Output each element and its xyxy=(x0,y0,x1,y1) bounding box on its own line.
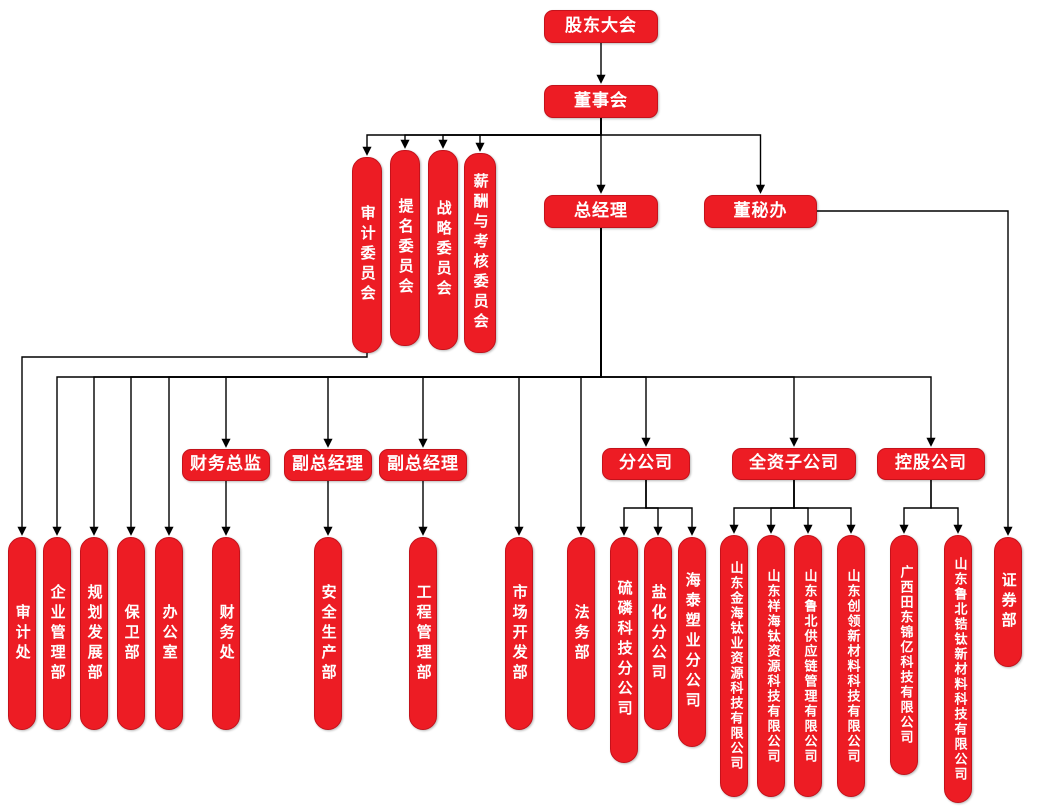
connector-wholly-owned-subsidiaries-to-jinhai-titanium xyxy=(729,480,795,534)
connector-board-of-directors-to-remuneration-assessment-committee xyxy=(475,118,602,152)
org-node-planning-development-dept: 规划发展部 xyxy=(80,537,108,730)
connector-board-secretary-office-to-securities-dept xyxy=(817,210,1013,536)
org-node-market-development-dept: 市场开发部 xyxy=(505,537,533,730)
org-node-lubei-supply-chain: 山东鲁北供应链管理有限公司 xyxy=(794,535,822,797)
connector-general-manager-to-market-development-dept xyxy=(514,228,602,536)
org-node-audit-office: 审计处 xyxy=(8,537,36,730)
connector-branch-companies-to-salt-chemical-branch xyxy=(645,480,663,536)
org-node-lubei-zirconium-titanium: 山东鲁北锆钛新材料科技有限公司 xyxy=(944,535,972,803)
org-node-jinhai-titanium: 山东金海钛业资源科技有限公司 xyxy=(720,535,748,797)
connector-wholly-owned-subsidiaries-to-xianghai-titanium xyxy=(766,480,795,534)
org-node-general-office: 办公室 xyxy=(155,537,183,730)
org-node-enterprise-management-dept: 企业管理部 xyxy=(43,537,71,730)
connector-general-manager-to-branch-companies xyxy=(600,228,651,447)
org-node-branch-companies: 分公司 xyxy=(602,448,690,480)
connector-general-manager-to-holding-companies xyxy=(600,228,936,447)
connector-wholly-owned-subsidiaries-to-chuangling-new-materials xyxy=(793,480,856,534)
org-node-wholly-owned-subsidiaries: 全资子公司 xyxy=(732,448,856,480)
org-node-haitai-plastics-branch: 海泰塑业分公司 xyxy=(678,537,706,747)
org-node-cfo: 财务总监 xyxy=(182,449,270,481)
org-node-engineering-management-dept: 工程管理部 xyxy=(409,537,437,730)
org-node-sulfur-phosphorus-tech-branch: 硫磷科技分公司 xyxy=(610,537,638,763)
org-node-deputy-gm-1: 副总经理 xyxy=(284,449,372,481)
org-node-general-manager: 总经理 xyxy=(544,195,658,228)
org-node-holding-companies: 控股公司 xyxy=(877,448,985,480)
org-node-salt-chemical-branch: 盐化分公司 xyxy=(644,537,672,730)
connector-wholly-owned-subsidiaries-to-lubei-supply-chain xyxy=(793,480,813,534)
connector-branch-companies-to-sulfur-phosphorus-tech-branch xyxy=(619,480,647,536)
org-node-strategy-committee: 战略委员会 xyxy=(428,150,458,350)
connector-general-manager-to-planning-development-dept xyxy=(89,228,602,536)
org-node-finance-office: 财务处 xyxy=(212,537,240,730)
connector-board-of-directors-to-board-secretary-office xyxy=(600,118,766,194)
org-node-remuneration-assessment-committee: 薪酬与考核委员会 xyxy=(464,153,496,353)
org-node-security-dept: 保卫部 xyxy=(117,537,145,730)
connector-general-manager-to-general-office xyxy=(164,228,602,536)
connector-audit-committee-to-audit-office xyxy=(17,353,368,536)
connector-board-of-directors-to-strategy-committee xyxy=(438,118,602,149)
connector-general-manager-to-legal-dept xyxy=(576,228,602,536)
org-node-xianghai-titanium: 山东祥海钛资源科技有限公司 xyxy=(757,535,785,797)
connector-holding-companies-to-lubei-zirconium-titanium xyxy=(930,480,963,534)
org-node-audit-committee: 审计委员会 xyxy=(352,157,382,353)
org-node-chuangling-new-materials: 山东创领新材料科技有限公司 xyxy=(837,535,865,797)
org-node-securities-dept: 证券部 xyxy=(994,537,1022,667)
connector-holding-companies-to-tiandong-jinyi xyxy=(899,480,932,534)
org-node-deputy-gm-2: 副总经理 xyxy=(379,449,467,481)
org-node-nomination-committee: 提名委员会 xyxy=(390,150,420,346)
org-node-safety-production-dept: 安全生产部 xyxy=(314,537,342,730)
connector-branch-companies-to-haitai-plastics-branch xyxy=(645,480,697,536)
connector-board-of-directors-to-nomination-committee xyxy=(400,118,602,149)
org-node-legal-dept: 法务部 xyxy=(567,537,595,730)
org-node-shareholders-meeting: 股东大会 xyxy=(544,10,658,43)
org-node-board-of-directors: 董事会 xyxy=(544,85,658,118)
connector-general-manager-to-enterprise-management-dept xyxy=(52,228,602,536)
connector-general-manager-to-wholly-owned-subsidiaries xyxy=(600,228,799,447)
org-node-tiandong-jinyi: 广西田东锦亿科技有限公司 xyxy=(890,535,918,775)
org-node-board-secretary-office: 董秘办 xyxy=(704,195,817,228)
connector-board-of-directors-to-audit-committee xyxy=(362,118,602,156)
